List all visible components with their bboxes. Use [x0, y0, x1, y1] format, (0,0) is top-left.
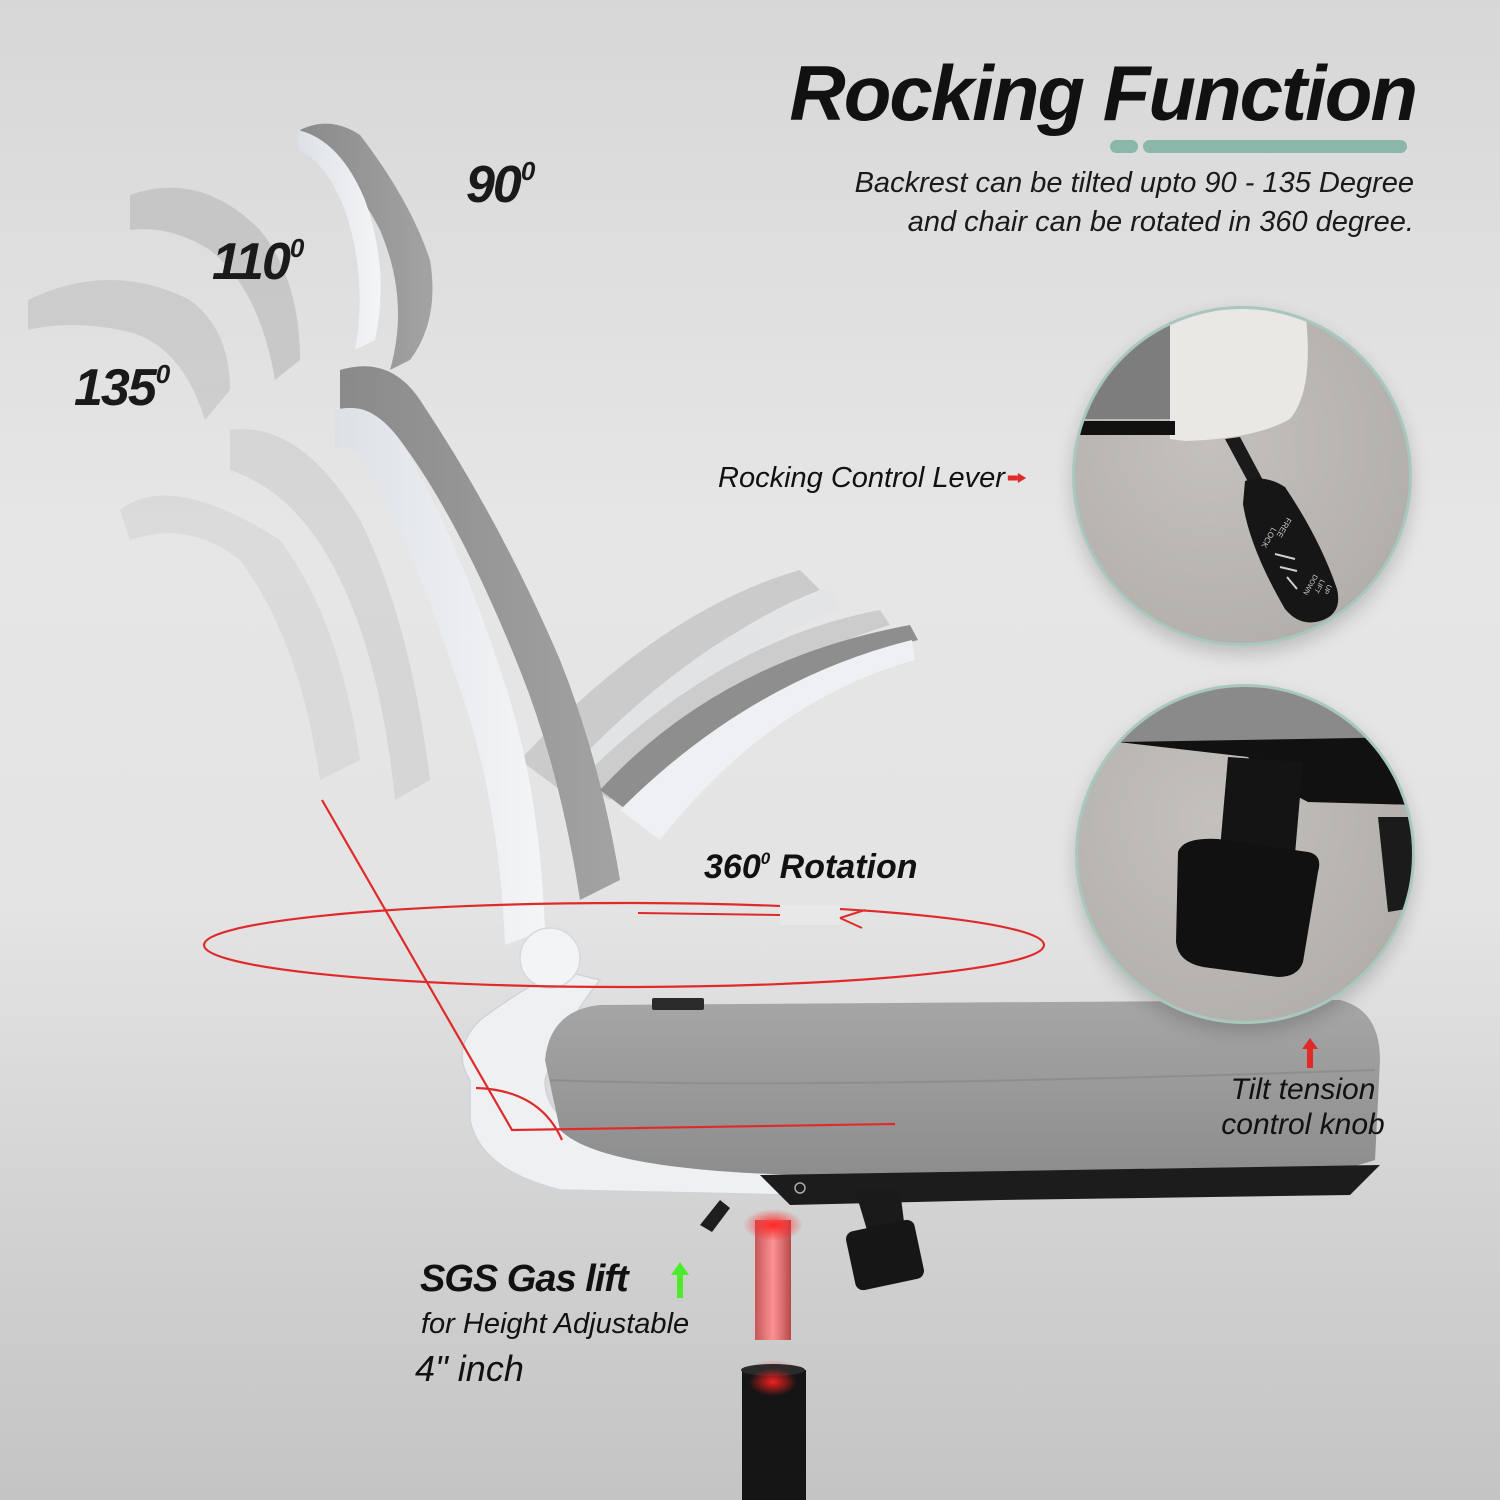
gas-lift-cylinder [741, 1209, 806, 1500]
degree-symbol: 0 [520, 156, 536, 186]
angle-label-135: 1350 [74, 359, 171, 417]
lever-symbol-icon [1274, 553, 1298, 590]
gas-lift-title: SGS Gas lift [420, 1258, 629, 1300]
annotation-lines [202, 799, 1046, 1141]
angle-label-110: 1100 [212, 233, 305, 291]
degree-symbol: 0 [760, 849, 771, 868]
rocking-lever-detail-circle: FREE LOCK UP LIFT DOWN [1072, 306, 1412, 646]
subtitle-line-1: Backrest can be tilted upto 90 - 135 Deg… [854, 167, 1414, 199]
backrest-ghost-110 [130, 187, 430, 800]
seat-cushion [545, 998, 1380, 1180]
angle-label-90: 900 [466, 156, 536, 214]
rotation-arrow-head [839, 909, 866, 929]
rotation-label: 3600 Rotation [704, 848, 918, 886]
arrow-up-icon [671, 1262, 689, 1298]
armrest [600, 625, 918, 840]
backrest-90 [335, 366, 620, 945]
subtitle-line-2: and chair can be rotated in 360 degree. [907, 206, 1414, 238]
title-accent-short [1110, 140, 1138, 153]
rocking-control-lever-label: Rocking Control Lever [718, 462, 1027, 495]
page-subtitle: Backrest can be tilted upto 90 - 135 Deg… [855, 164, 1414, 242]
degree-symbol: 0 [155, 359, 171, 389]
tilt-knob-detail-circle [1075, 684, 1415, 1024]
rotation-ellipse-icon [202, 901, 1046, 989]
title-accent-long [1143, 140, 1407, 153]
page-title: Rocking Function [789, 49, 1418, 137]
backrest-ghost-135 [28, 280, 360, 780]
headrest-90 [298, 123, 433, 370]
tilt-knob-closeup [1078, 687, 1412, 977]
arrow-up-icon [1302, 1038, 1318, 1068]
gas-lift-subtitle: for Height Adjustable [421, 1308, 690, 1340]
seat-mechanism [700, 1165, 1380, 1291]
side-frame [461, 927, 801, 1196]
tilt-tension-knob-label: Tilt tension control knob [1221, 1073, 1385, 1141]
arrow-right-icon [1007, 473, 1027, 483]
degree-symbol: 0 [289, 233, 305, 263]
gas-lift-height: 4" inch [415, 1348, 524, 1389]
lever-text-up: UP [1321, 583, 1332, 595]
rocking-lever-closeup: FREE LOCK UP LIFT DOWN [1075, 309, 1339, 623]
